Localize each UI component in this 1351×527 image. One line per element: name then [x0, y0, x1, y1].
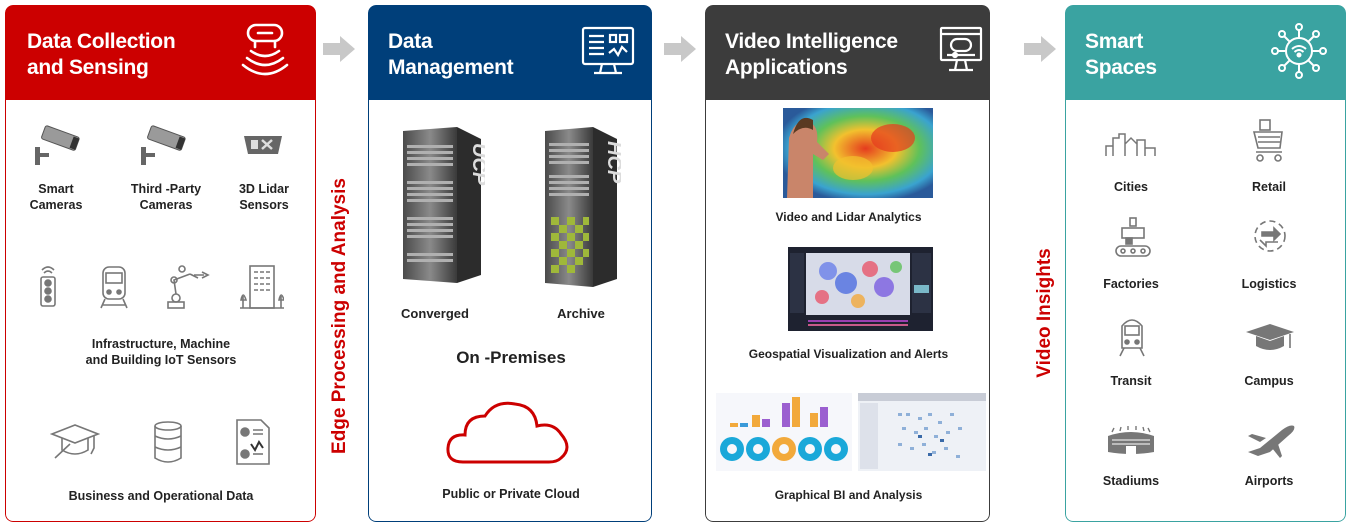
- hcp-server-image: HCP: [541, 125, 621, 290]
- data-collection-panel: Data Collection and Sensing: [5, 5, 316, 522]
- space-label-stadiums: Stadiums: [1102, 474, 1160, 488]
- iot-label: Infrastructure, Machine and Building IoT…: [85, 337, 237, 367]
- lidar-label: 3D Lidar Sensors: [238, 182, 289, 212]
- lidar-sensor-icon: [242, 132, 284, 158]
- traffic-light-icon: [36, 264, 60, 308]
- train-icon: [99, 264, 129, 310]
- edge-processing-label: Edge Processing and Analysis: [329, 178, 350, 454]
- space-label-factories: Factories: [1103, 277, 1159, 291]
- flow-arrow-icon: [322, 36, 356, 67]
- cloud-icon: [445, 398, 575, 466]
- space-label-airports: Airports: [1244, 474, 1294, 488]
- camera-label-third-party: Third -Party Cameras: [130, 182, 202, 212]
- smart-spaces-header: Smart Spaces: [1065, 5, 1346, 100]
- space-label-retail: Retail: [1251, 180, 1287, 194]
- data-management-body: UCP Converged: [368, 100, 652, 522]
- smart-spaces-panel: Smart Spaces Cities: [1065, 5, 1346, 522]
- data-collection-body: Smart Cameras Third -Party Cameras: [5, 100, 316, 522]
- server-label-archive: Archive: [557, 306, 605, 321]
- space-label-logistics: Logistics: [1241, 277, 1297, 291]
- data-management-panel: Data Management: [368, 5, 652, 522]
- video-intelligence-header: Video Intelligence Applications: [705, 5, 990, 100]
- logistics-cycle-icon: [1250, 216, 1290, 256]
- train-front-icon: [1116, 316, 1148, 358]
- cloud-label: Public or Private Cloud: [442, 487, 580, 501]
- sensor-signal-icon: [241, 21, 289, 86]
- data-collection-title: Data Collection and Sensing: [27, 30, 176, 79]
- bi-table-image: [858, 393, 986, 471]
- space-label-transit: Transit: [1110, 374, 1152, 388]
- smart-spaces-body: Cities Retail Factories: [1065, 100, 1346, 522]
- data-collection-header: Data Collection and Sensing: [5, 5, 316, 100]
- app-label-video: Video and Lidar Analytics: [775, 210, 922, 224]
- smart-spaces-title: Smart Spaces: [1085, 30, 1157, 79]
- server-tag-ucp: UCP: [468, 143, 485, 186]
- robot-arm-icon: [164, 264, 210, 310]
- video-intelligence-body: Video and Lidar Analytics Geospatial Vis: [705, 100, 990, 522]
- server-tag-hcp: HCP: [603, 141, 621, 184]
- data-management-header: Data Management: [368, 5, 652, 100]
- on-premises-label: On -Premises: [456, 348, 566, 367]
- city-skyline-icon: [1105, 130, 1157, 160]
- bi-chart-image: [716, 393, 852, 471]
- flow-arrow-icon: [663, 36, 697, 67]
- flow-arrow-icon: [1023, 36, 1057, 67]
- cctv-camera-icon: [138, 125, 188, 167]
- app-label-bi: Graphical BI and Analysis: [774, 488, 923, 502]
- ucp-server-image: UCP: [395, 125, 485, 285]
- stadium-icon: [1106, 426, 1156, 456]
- video-insights-label: Video Insights: [1034, 248, 1055, 378]
- wifi-network-icon: [1269, 21, 1329, 86]
- video-intelligence-panel: Video Intelligence Applications: [705, 5, 990, 522]
- cctv-camera-icon: [32, 125, 82, 167]
- video-monitor-icon: [939, 25, 983, 82]
- factory-conveyor-icon: [1114, 216, 1152, 258]
- app-label-geospatial: Geospatial Visualization and Alerts: [748, 347, 949, 361]
- monitor-dashboard-icon: [580, 25, 636, 82]
- database-icon: [152, 420, 184, 464]
- business-label: Business and Operational Data: [68, 489, 254, 503]
- space-label-cities: Cities: [1113, 180, 1149, 194]
- graduation-cap-icon: [1244, 322, 1296, 358]
- server-label-converged: Converged: [401, 306, 469, 321]
- graduation-cap-icon: [50, 422, 100, 462]
- airplane-icon: [1246, 422, 1296, 458]
- report-document-icon: [233, 418, 273, 466]
- building-icon: [240, 262, 284, 310]
- data-management-title: Data Management: [388, 30, 514, 79]
- video-analytics-image: [783, 108, 933, 198]
- camera-label-smart: Smart Cameras: [29, 182, 83, 212]
- space-label-campus: Campus: [1244, 374, 1294, 388]
- video-intelligence-title: Video Intelligence Applications: [725, 30, 898, 79]
- shopping-cart-icon: [1250, 118, 1286, 162]
- geospatial-image: [788, 247, 933, 331]
